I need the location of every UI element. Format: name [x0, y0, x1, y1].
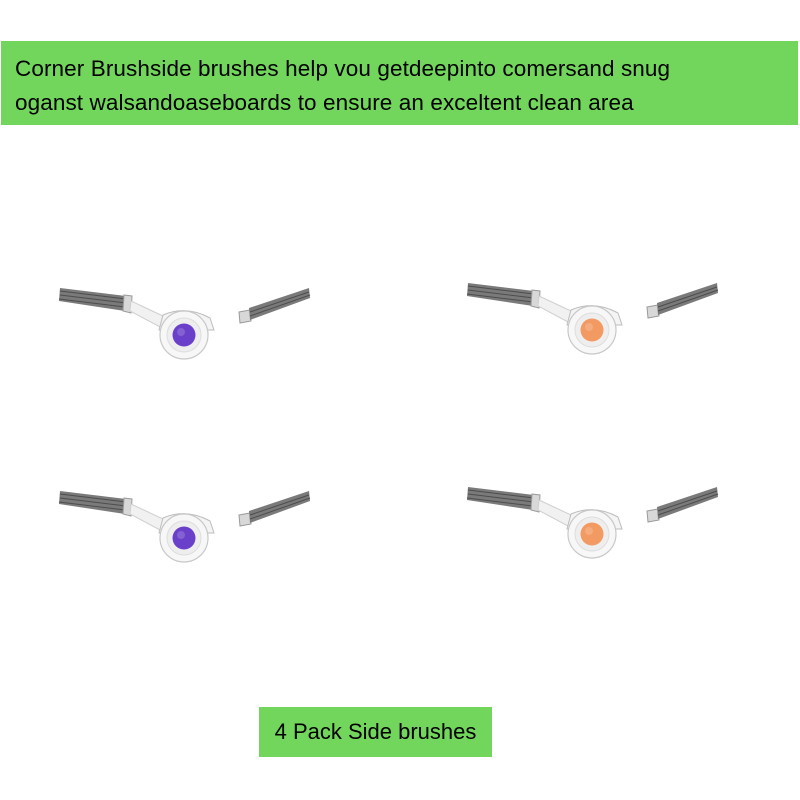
side-brush-orange-1	[466, 278, 726, 378]
header-text-line-2: oganst walsandoaseboards to ensure an ex…	[15, 90, 634, 115]
side-brush-image	[58, 288, 311, 360]
brush-hub	[566, 509, 623, 559]
header-banner: Corner Brushside brushes help vou getdee…	[1, 41, 798, 125]
brush-bristle-arm-right	[238, 491, 311, 527]
brush-bristle-arm-left	[58, 288, 133, 314]
side-brush-image	[58, 491, 311, 563]
brush-bristle-arm-right	[646, 487, 719, 523]
brush-hub	[158, 513, 215, 563]
brush-hub	[566, 305, 623, 355]
side-brush-purple-2	[58, 486, 318, 586]
side-brush-orange-2	[466, 482, 726, 582]
side-brush-purple-1	[58, 283, 318, 383]
pack-count-badge: 4 Pack Side brushes	[259, 707, 492, 757]
pack-count-label: 4 Pack Side brushes	[274, 719, 477, 744]
brush-bristle-arm-left	[466, 283, 541, 309]
side-brush-image	[466, 487, 719, 559]
brush-hub	[158, 310, 215, 360]
brush-bristle-arm-right	[238, 288, 311, 324]
header-text-line-1: Corner Brushside brushes help vou getdee…	[15, 56, 671, 81]
side-brush-image	[466, 283, 719, 355]
brush-bristle-arm-right	[646, 283, 719, 319]
brush-bristle-arm-left	[466, 487, 541, 513]
brush-bristle-arm-left	[58, 491, 133, 517]
